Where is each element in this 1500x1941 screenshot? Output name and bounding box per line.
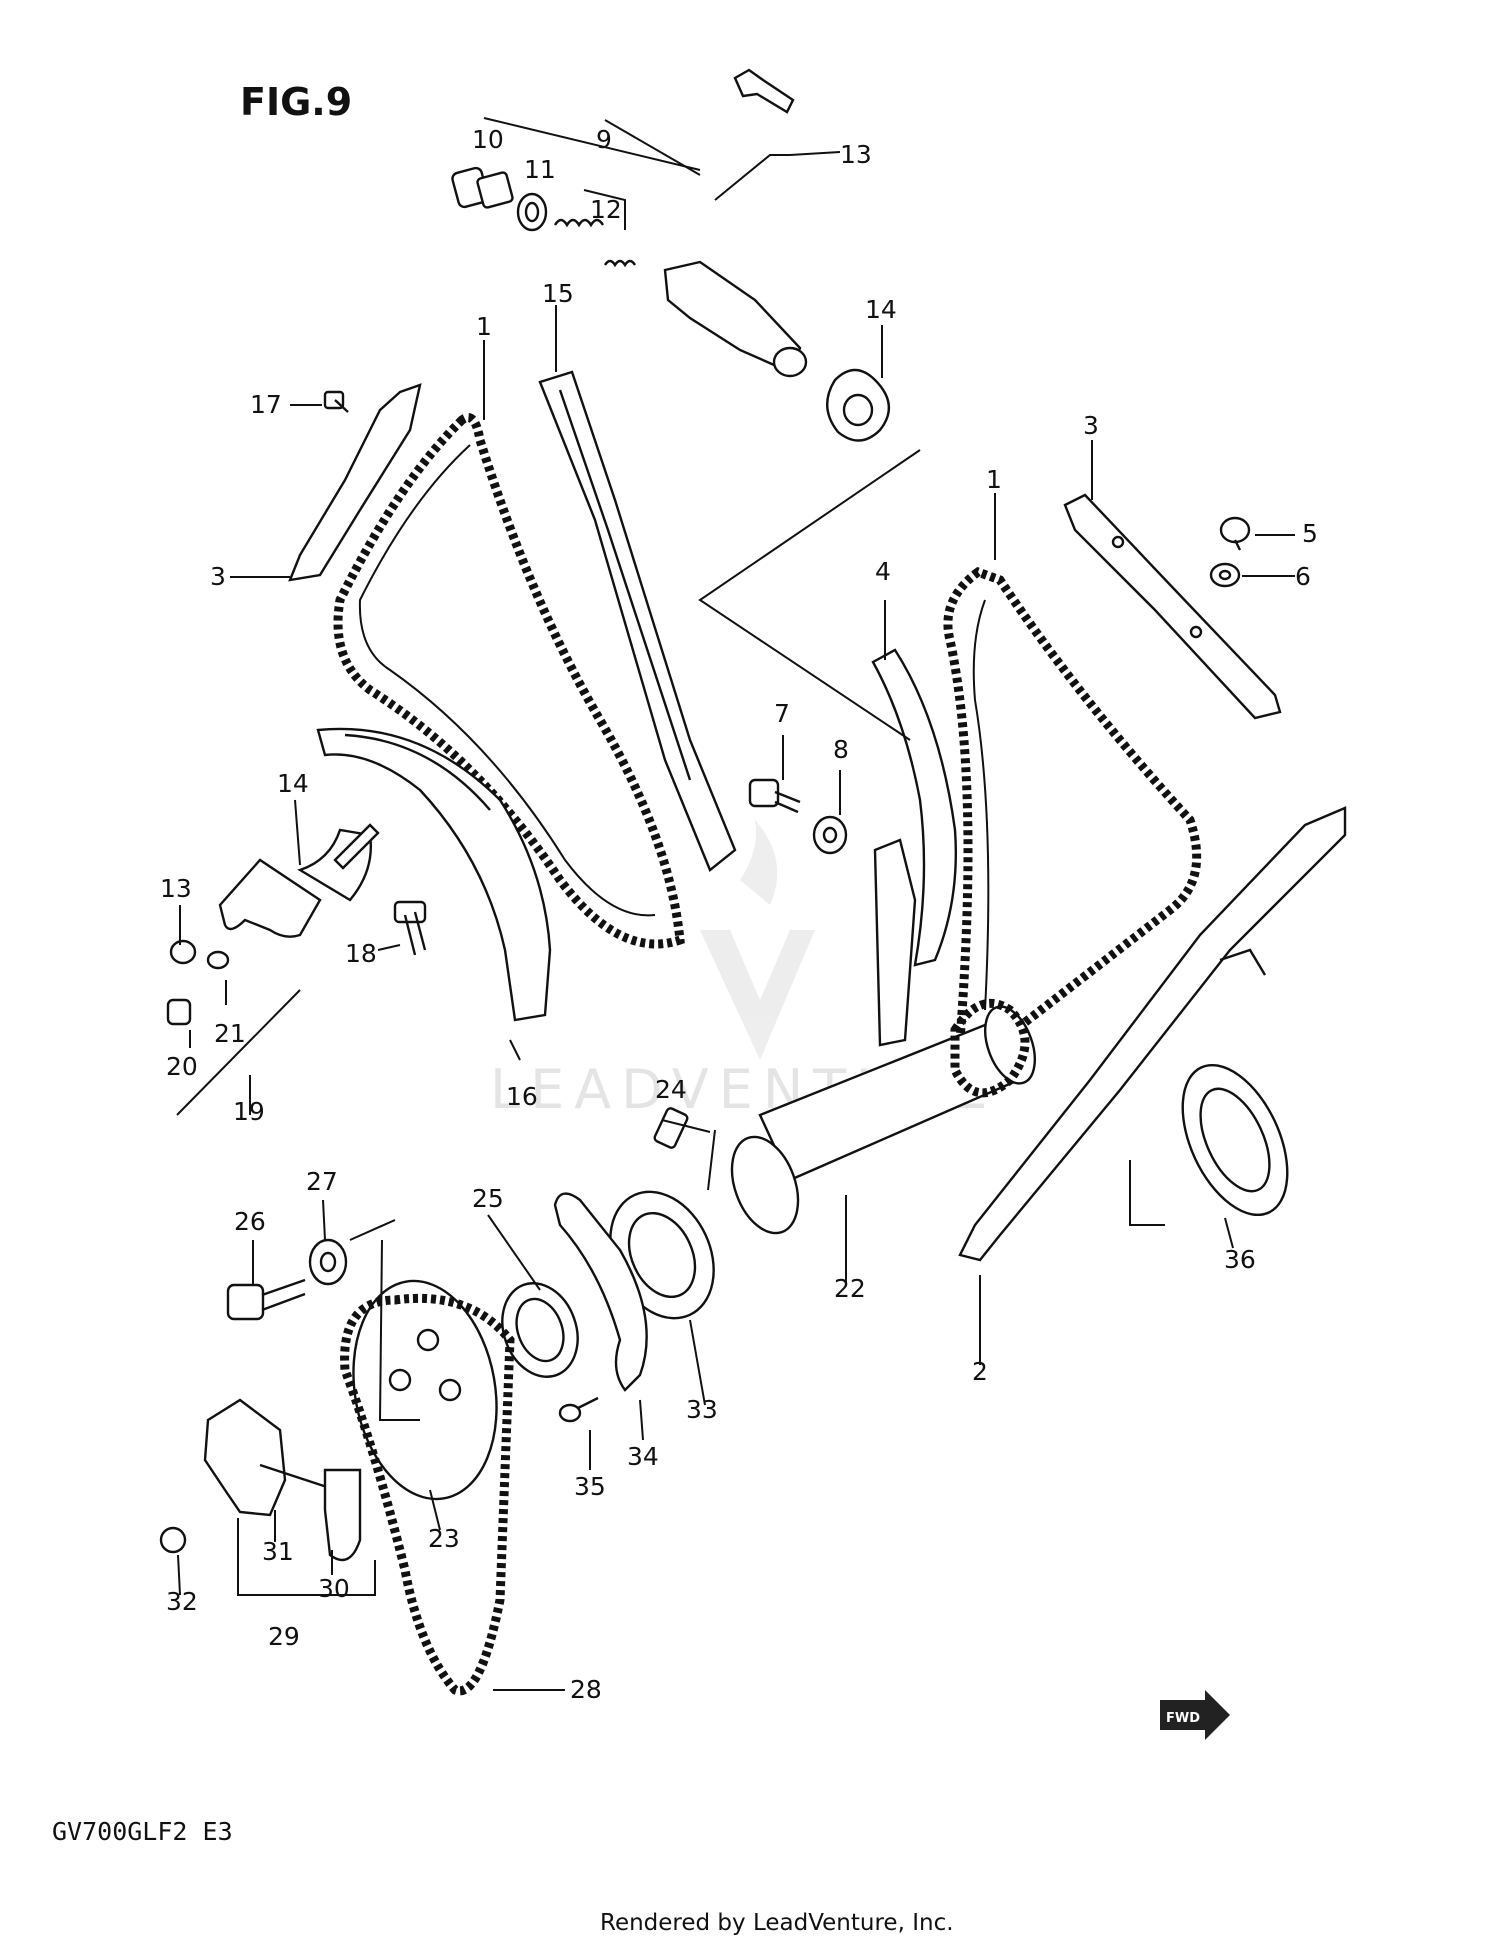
pin-24 xyxy=(653,1107,689,1149)
bolt-32 xyxy=(159,1526,187,1554)
callout-18: 18 xyxy=(345,939,377,968)
callout-10: 10 xyxy=(472,125,504,154)
bolt-7 xyxy=(748,778,801,814)
camshaft-22 xyxy=(730,998,1036,1235)
callout-14-left: 14 xyxy=(277,769,309,798)
callout-24: 24 xyxy=(655,1075,687,1104)
model-code: GV700GLF2 E3 xyxy=(52,1817,233,1846)
fwd-label: FWD xyxy=(1166,1711,1200,1726)
callout-16: 16 xyxy=(506,1082,538,1111)
callout-7: 7 xyxy=(774,699,790,728)
callout-35: 35 xyxy=(574,1472,606,1501)
callout-21: 21 xyxy=(214,1019,246,1048)
chain-guide-3-left xyxy=(288,383,422,582)
watermark-logo xyxy=(700,820,815,1060)
figure-title: FIG.9 xyxy=(240,80,352,124)
callout-labels: 10 9 11 12 13 15 14 1 17 3 3 1 5 6 4 7 8… xyxy=(160,125,1318,1704)
screw-5 xyxy=(1219,516,1251,551)
chain-tensioner-4 xyxy=(871,648,958,1047)
callout-36: 36 xyxy=(1224,1245,1256,1274)
screw-35 xyxy=(558,1396,599,1423)
callout-15: 15 xyxy=(542,279,574,308)
chain-guide-15 xyxy=(538,370,737,872)
cam-chain-left xyxy=(333,413,685,949)
chain-tensioner-16 xyxy=(316,727,552,1022)
callout-19: 19 xyxy=(233,1097,265,1126)
lower-tensioner-29 xyxy=(203,1398,362,1562)
callout-1-right: 1 xyxy=(986,465,1002,494)
callout-29: 29 xyxy=(268,1622,300,1651)
retainer-plate-34 xyxy=(553,1192,648,1392)
chain-guide-3-right xyxy=(1063,493,1282,720)
chain-guide-2 xyxy=(958,806,1347,1262)
callout-30: 30 xyxy=(318,1574,350,1603)
callout-2: 2 xyxy=(972,1357,988,1386)
bolt-26 xyxy=(226,1278,306,1321)
callout-12: 12 xyxy=(590,195,622,224)
washer-27 xyxy=(308,1238,348,1286)
washer-8 xyxy=(812,815,848,855)
bolt-18 xyxy=(393,900,427,956)
callout-23: 23 xyxy=(428,1524,460,1553)
callout-33: 33 xyxy=(686,1395,718,1424)
callout-27: 27 xyxy=(306,1167,338,1196)
callout-8: 8 xyxy=(833,735,849,764)
callout-17: 17 xyxy=(250,390,282,419)
callout-3-left: 3 xyxy=(210,562,226,591)
callout-5: 5 xyxy=(1302,519,1318,548)
callout-22: 22 xyxy=(834,1274,866,1303)
callout-34: 34 xyxy=(627,1442,659,1471)
primary-chain-28 xyxy=(340,1293,515,1696)
callout-20: 20 xyxy=(166,1052,198,1081)
callout-13-left: 13 xyxy=(160,874,192,903)
callout-26: 26 xyxy=(234,1207,266,1236)
leader-lines xyxy=(176,117,1295,1691)
callout-9: 9 xyxy=(596,125,612,154)
callout-4: 4 xyxy=(875,557,891,586)
callout-14-top: 14 xyxy=(865,295,897,324)
callout-31: 31 xyxy=(262,1537,294,1566)
callout-13-top: 13 xyxy=(840,140,872,169)
callout-11: 11 xyxy=(524,155,556,184)
cam-chain-right xyxy=(943,566,1202,1046)
callout-6: 6 xyxy=(1295,562,1311,591)
tensioner-assembly-19 xyxy=(166,823,380,1026)
washer-6 xyxy=(1209,562,1241,588)
callout-1-left: 1 xyxy=(476,312,492,341)
callout-28: 28 xyxy=(570,1675,602,1704)
gasket-14-top xyxy=(826,368,890,442)
callout-32: 32 xyxy=(166,1587,198,1616)
callout-25: 25 xyxy=(472,1184,504,1213)
bearing-36 xyxy=(1181,1063,1289,1217)
tensioner-adjuster-top xyxy=(451,68,808,378)
callout-3-right: 3 xyxy=(1083,411,1099,440)
bolt-17 xyxy=(323,390,349,413)
fwd-direction-arrow-icon: FWD xyxy=(1160,1690,1230,1740)
footer-credit: Rendered by LeadVenture, Inc. xyxy=(600,1910,954,1936)
